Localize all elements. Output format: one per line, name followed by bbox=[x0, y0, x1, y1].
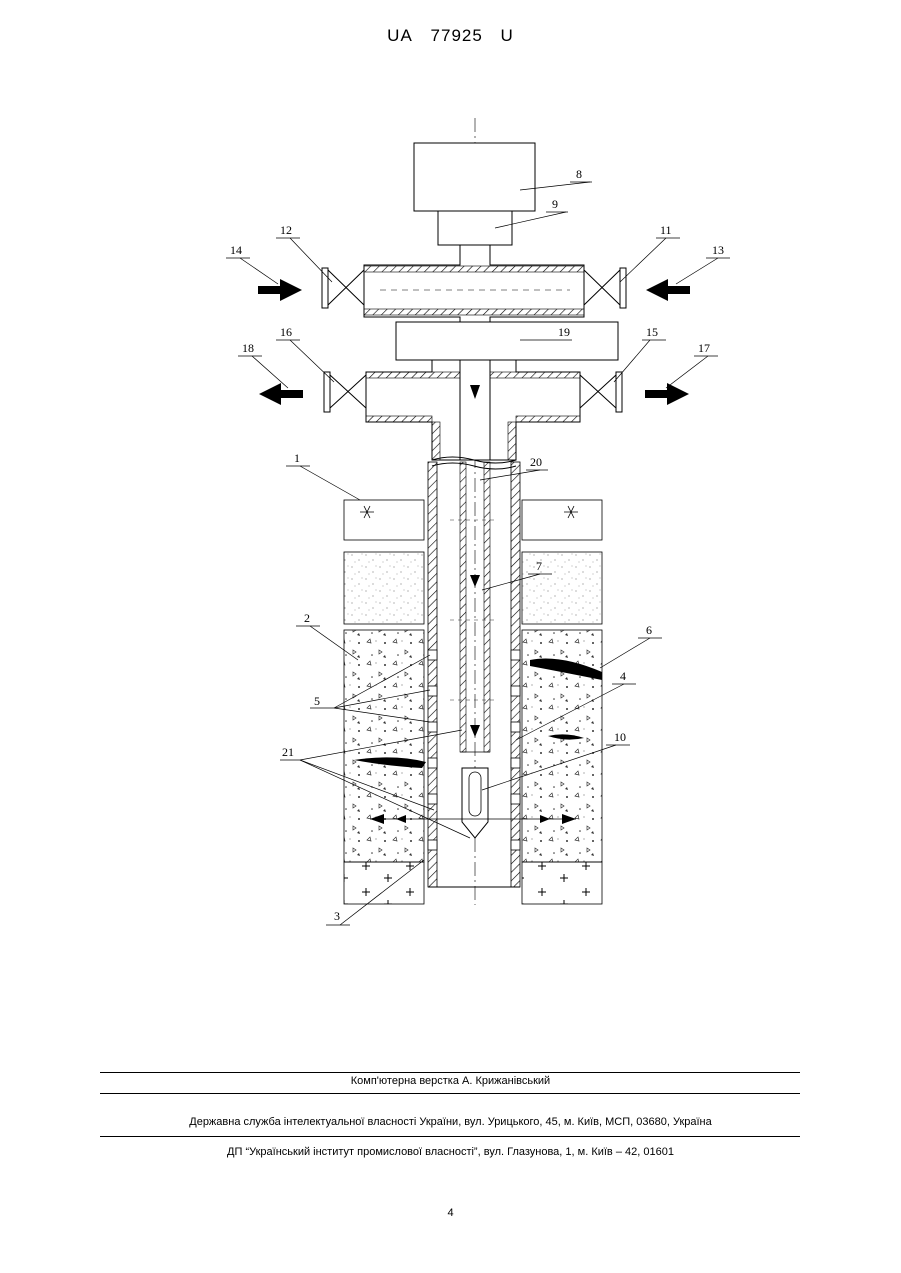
callout-11: 11 bbox=[660, 223, 672, 237]
upper-cross-fitting bbox=[322, 245, 626, 322]
leader-13 bbox=[676, 258, 718, 284]
arrow-14 bbox=[258, 279, 302, 301]
bedrock-right bbox=[522, 862, 602, 904]
reducer-block bbox=[438, 211, 512, 245]
inner-tube-wall-right bbox=[484, 462, 490, 752]
callout-4: 4 bbox=[620, 669, 626, 683]
soil-top-right bbox=[522, 500, 602, 540]
leader-1 bbox=[300, 466, 360, 500]
leader-12 bbox=[290, 238, 332, 282]
arrow-13 bbox=[646, 279, 690, 301]
callout-18: 18 bbox=[242, 341, 254, 355]
callout-13: 13 bbox=[712, 243, 724, 257]
footer-agency: Державна служба інтелектуальної власност… bbox=[0, 1116, 901, 1128]
footer-rule-1 bbox=[100, 1093, 800, 1094]
motor-block bbox=[414, 143, 535, 211]
arrow-17 bbox=[645, 383, 689, 405]
callout-7: 7 bbox=[536, 559, 542, 573]
callout-5: 5 bbox=[314, 694, 320, 708]
valve-15 bbox=[580, 375, 616, 408]
soil-top-left bbox=[344, 500, 424, 540]
casing-wall-right bbox=[511, 462, 520, 887]
valve-11 bbox=[584, 270, 620, 305]
callout-15: 15 bbox=[646, 325, 658, 339]
page-number: 4 bbox=[0, 1207, 901, 1219]
callout-2: 2 bbox=[304, 611, 310, 625]
footer-rule-2 bbox=[100, 1136, 800, 1137]
arrow-18 bbox=[259, 383, 303, 405]
callout-19: 19 bbox=[558, 325, 570, 339]
leader-15 bbox=[614, 340, 650, 382]
inner-tube-wall-left bbox=[460, 462, 466, 752]
callout-9: 9 bbox=[552, 197, 558, 211]
callout-14: 14 bbox=[230, 243, 242, 257]
callout-1: 1 bbox=[294, 451, 300, 465]
callout-10: 10 bbox=[614, 730, 626, 744]
leader-16 bbox=[290, 340, 334, 382]
leader-11 bbox=[620, 238, 666, 282]
leader-14 bbox=[240, 258, 278, 284]
callout-21: 21 bbox=[282, 745, 294, 759]
bedrock-left bbox=[344, 862, 424, 904]
footer-institute: ДП “Український інститут промислової вла… bbox=[0, 1146, 901, 1158]
seal-block bbox=[396, 322, 618, 360]
lower-cross-fitting bbox=[324, 360, 622, 460]
valve-16 bbox=[330, 375, 366, 408]
callout-8: 8 bbox=[576, 167, 582, 181]
footer-rule-top bbox=[100, 1072, 800, 1073]
callout-3: 3 bbox=[334, 909, 340, 923]
valve-12 bbox=[328, 270, 364, 305]
callout-12: 12 bbox=[280, 223, 292, 237]
callout-20: 20 bbox=[530, 455, 542, 469]
casing-wall-left bbox=[428, 462, 437, 887]
soil-sand-left bbox=[344, 552, 424, 624]
callout-17: 17 bbox=[698, 341, 710, 355]
soil-sand-right bbox=[522, 552, 602, 624]
callout-6: 6 bbox=[646, 623, 652, 637]
leader-6 bbox=[600, 638, 650, 668]
leader-17 bbox=[666, 356, 708, 388]
callout-16: 16 bbox=[280, 325, 292, 339]
footer-layout-credit: Комп'ютерна верстка А. Крижанівський bbox=[0, 1075, 901, 1087]
leader-18 bbox=[252, 356, 288, 388]
